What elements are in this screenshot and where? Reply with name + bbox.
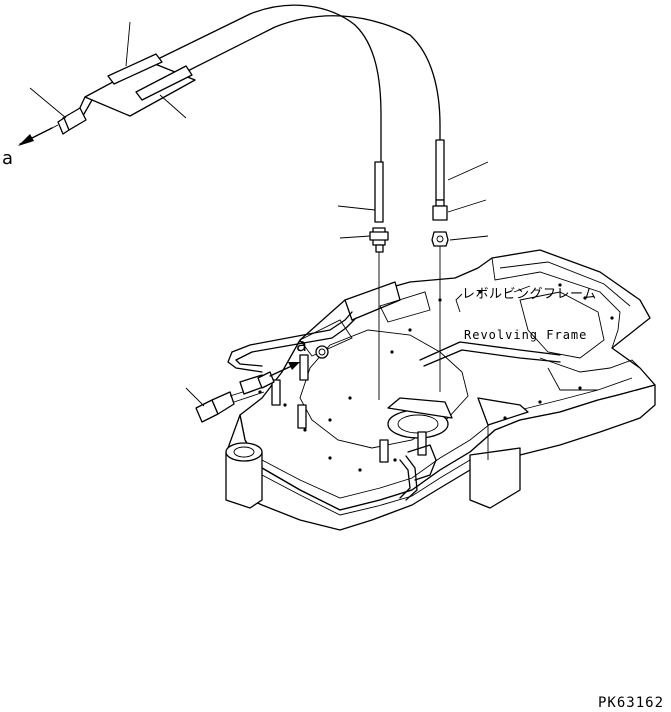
view-callout-a-left: a	[2, 148, 13, 169]
frame-label-english: Revolving Frame	[464, 328, 587, 342]
revolving-frame	[225, 249, 656, 531]
view-callout-a-center: a	[296, 335, 307, 356]
frame-inner-rim	[261, 377, 633, 499]
hose-2	[139, 15, 441, 141]
frame-label-leader	[455, 293, 463, 313]
hose-1	[114, 4, 382, 166]
frame-bolt-holes	[258, 283, 614, 472]
harness-hoses	[18, 4, 441, 166]
sleeve-left	[374, 161, 384, 223]
center-fittings	[337, 139, 489, 400]
frame-connector-group	[185, 362, 300, 423]
sleeve-right	[435, 139, 445, 201]
frame-side-wall	[227, 384, 656, 531]
drawing-number: PK63162	[598, 695, 664, 711]
frame-label-japanese: レボルビングフレーム	[462, 287, 597, 302]
